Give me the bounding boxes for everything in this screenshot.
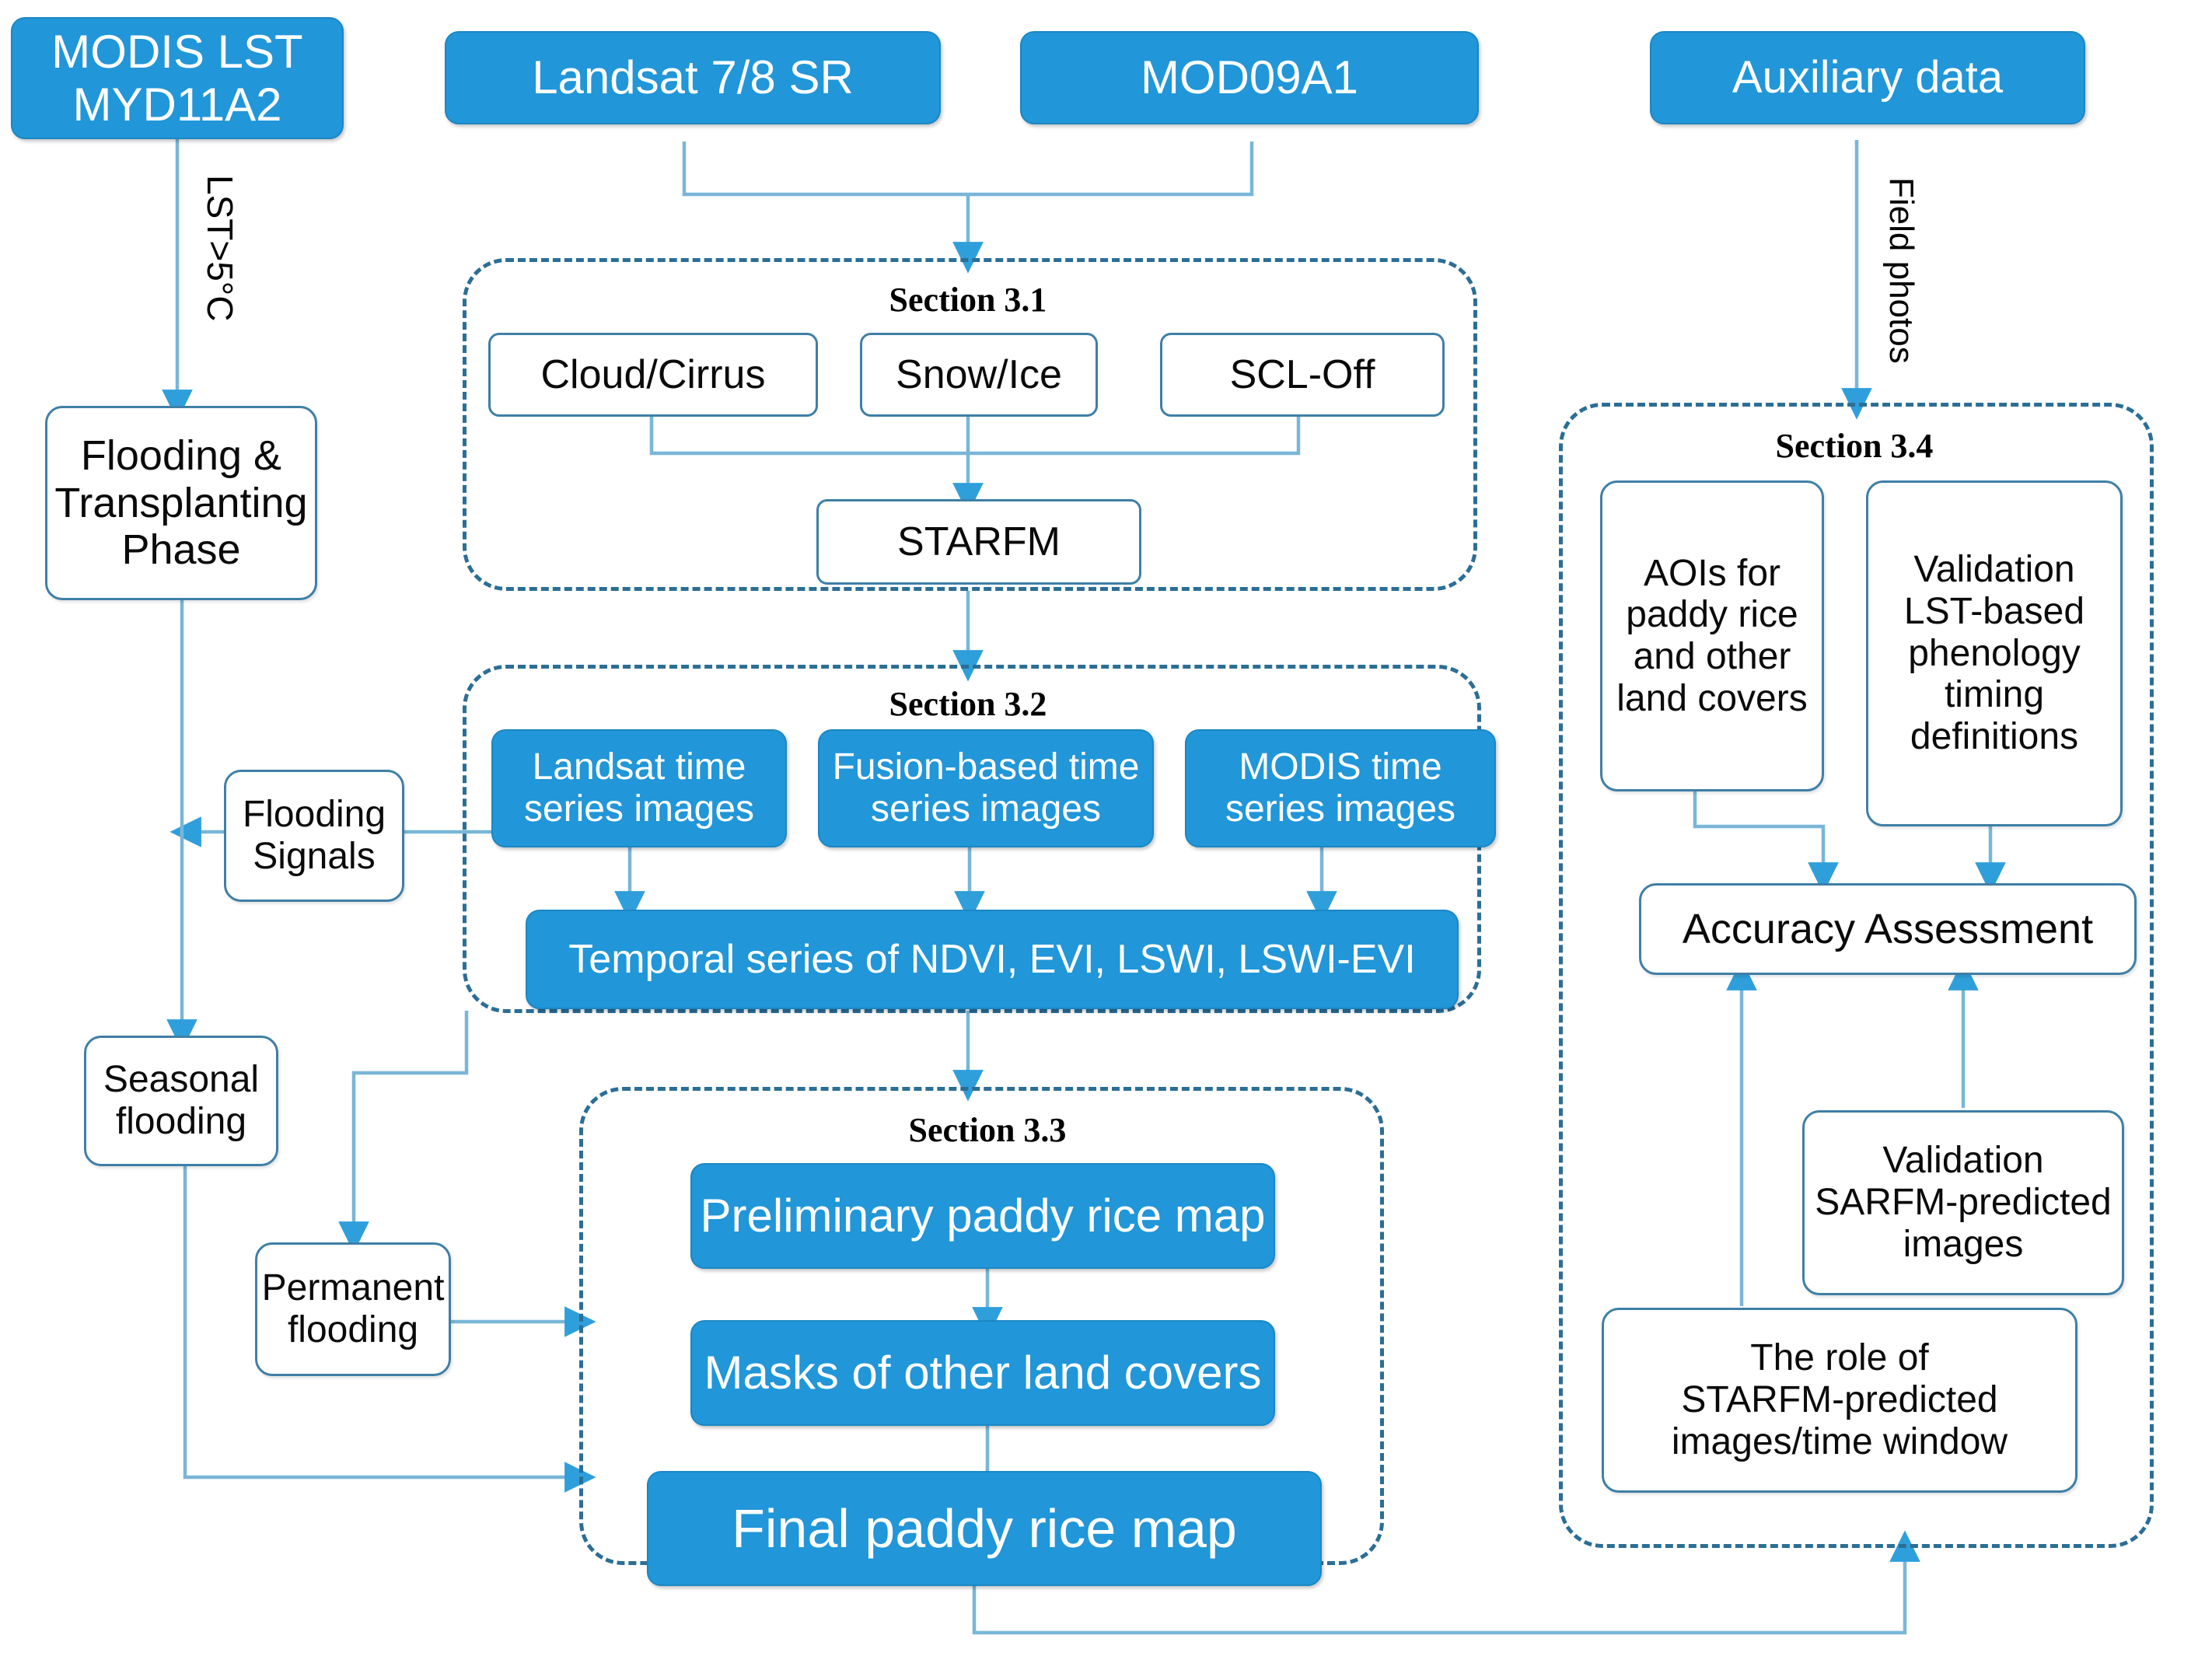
vallst-line-2: LST-based [1903, 590, 2085, 632]
node-snow-ice[interactable]: Snow/Ice [860, 333, 1098, 417]
aois-line-3: and other [1633, 636, 1791, 677]
node-modis-ts-label: MODIS time series images [1186, 746, 1494, 830]
node-temporal-series-label: Temporal series of NDVI, EVI, LSWI, LSWI… [568, 936, 1416, 982]
node-cloud-cirrus[interactable]: Cloud/Cirrus [488, 333, 818, 417]
node-aois-paddy-rice[interactable]: AOIs for paddy rice and other land cover… [1600, 480, 1824, 791]
edge-label-lst-threshold: LST>5°C [200, 175, 240, 322]
node-modis-lst-label: MODIS LST MYD11A2 [12, 26, 342, 130]
node-scl-off[interactable]: SCL-Off [1160, 333, 1445, 417]
modis-lst-line-2: MYD11A2 [72, 78, 282, 131]
fs-line-1: Flooding [242, 794, 386, 836]
node-accuracy-assessment[interactable]: Accuracy Assessment [1639, 883, 2137, 975]
ftp-line-3: Phase [121, 526, 241, 574]
node-role-starfm-predicted[interactable]: The role of STARFM-predicted images/time… [1602, 1308, 2077, 1493]
mts-line-1: MODIS time [1239, 746, 1442, 788]
node-flooding-signals-label: Flooding Signals [226, 794, 402, 878]
ftp-line-2: Transplanting [54, 479, 308, 526]
node-landsat-label: Landsat 7/8 SR [532, 51, 854, 104]
valsarfm-line-1: Validation [1882, 1140, 2044, 1182]
node-cloud-cirrus-label: Cloud/Cirrus [540, 351, 766, 397]
node-masks-other-land-covers[interactable]: Masks of other land covers [690, 1320, 1275, 1426]
node-mod09a1-label: MOD09A1 [1140, 51, 1359, 104]
node-scl-off-label: SCL-Off [1229, 351, 1375, 397]
node-auxiliary-data[interactable]: Auxiliary data [1650, 31, 2085, 124]
section-3-3-title: Section 3.3 [908, 1111, 1067, 1149]
node-final-map-label: Final paddy rice map [732, 1497, 1237, 1559]
node-permanent-flooding-label: Permanent flooding [256, 1267, 451, 1351]
node-fusion-time-series[interactable]: Fusion-based time series images [818, 729, 1154, 847]
edge-label-field-photos: Field photos [1882, 177, 1920, 364]
vallst-line-4: timing [1944, 674, 2045, 716]
node-validation-lst-label: Validation LST-based phenology timing de… [1868, 549, 2120, 758]
aois-line-2: paddy rice [1626, 594, 1798, 636]
lts-line-2: series images [523, 788, 755, 830]
node-aois-label: AOIs for paddy rice and other land cover… [1602, 553, 1822, 720]
valsarfm-line-3: images [1903, 1223, 2024, 1265]
vallst-line-5: definitions [1910, 716, 2079, 758]
node-accuracy-label: Accuracy Assessment [1682, 905, 2094, 952]
sf-line-1: Seasonal [103, 1059, 260, 1101]
node-flooding-transplanting-label: Flooding & Transplanting Phase [47, 432, 315, 573]
section-3-2-title: Section 3.2 [889, 685, 1047, 723]
role-line-1: The role of [1750, 1337, 1929, 1379]
node-final-paddy-rice-map[interactable]: Final paddy rice map [647, 1471, 1322, 1586]
modis-lst-line-1: MODIS LST [51, 26, 303, 79]
fs-line-2: Signals [253, 836, 376, 877]
node-fusion-ts-label: Fusion-based time series images [819, 746, 1152, 830]
role-line-2: STARFM-predicted [1681, 1379, 1998, 1421]
node-seasonal-flooding[interactable]: Seasonal flooding [84, 1036, 278, 1166]
node-masks-label: Masks of other land covers [704, 1347, 1262, 1399]
node-temporal-series-indices[interactable]: Temporal series of NDVI, EVI, LSWI, LSWI… [526, 910, 1459, 1009]
node-preliminary-paddy-rice-map[interactable]: Preliminary paddy rice map [690, 1163, 1275, 1269]
node-permanent-flooding[interactable]: Permanent flooding [255, 1242, 451, 1376]
sf-line-2: flooding [115, 1101, 247, 1142]
mts-line-2: series images [1225, 788, 1456, 830]
node-modis-time-series[interactable]: MODIS time series images [1185, 729, 1496, 847]
node-landsat-time-series[interactable]: Landsat time series images [491, 729, 787, 847]
node-mod09a1[interactable]: MOD09A1 [1020, 31, 1479, 124]
aois-line-1: AOIs for [1643, 552, 1781, 594]
node-flooding-signals[interactable]: Flooding Signals [224, 770, 404, 902]
wire-s32-to-permanent [338, 1011, 469, 1253]
node-landsat-7-8-sr[interactable]: Landsat 7/8 SR [445, 31, 941, 124]
vallst-line-3: phenology [1908, 632, 2081, 674]
node-validation-sarfm-label: Validation SARFM-predicted images [1805, 1140, 2122, 1265]
node-flooding-transplanting-phase[interactable]: Flooding & Transplanting Phase [45, 406, 317, 600]
node-starfm-label: STARFM [897, 519, 1061, 564]
wire-sources-join [682, 141, 1254, 197]
node-validation-lst-phenology[interactable]: Validation LST-based phenology timing de… [1866, 480, 2123, 826]
pf-line-1: Permanent [261, 1267, 445, 1309]
node-role-label: The role of STARFM-predicted images/time… [1604, 1337, 2075, 1462]
node-validation-sarfm-images[interactable]: Validation SARFM-predicted images [1802, 1110, 2124, 1295]
section-3-4-title: Section 3.4 [1775, 427, 1934, 465]
lts-line-1: Landsat time [532, 746, 746, 788]
ftp-line-1: Flooding & [80, 432, 282, 480]
node-preliminary-map-label: Preliminary paddy rice map [700, 1190, 1266, 1242]
aois-line-4: land covers [1616, 677, 1808, 719]
pf-line-2: flooding [287, 1309, 419, 1350]
node-modis-lst-myd11a2[interactable]: MODIS LST MYD11A2 [11, 17, 344, 139]
valsarfm-line-2: SARFM-predicted [1815, 1182, 2112, 1224]
node-landsat-ts-label: Landsat time series images [493, 746, 785, 830]
fts-line-2: series images [870, 788, 1102, 830]
role-line-3: images/time window [1671, 1420, 2008, 1462]
section-3-1-title: Section 3.1 [889, 281, 1047, 319]
vallst-line-1: Validation [1913, 549, 2075, 591]
fts-line-1: Fusion-based time [832, 746, 1140, 788]
node-auxiliary-label: Auxiliary data [1732, 51, 2004, 103]
node-seasonal-flooding-label: Seasonal flooding [86, 1059, 276, 1143]
node-snow-ice-label: Snow/Ice [896, 351, 1062, 397]
node-starfm[interactable]: STARFM [816, 499, 1141, 585]
